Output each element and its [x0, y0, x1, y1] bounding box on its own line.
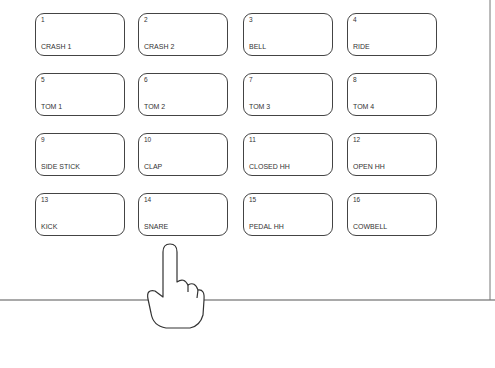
drum-pad: 8TOM 4: [347, 73, 437, 116]
pad-label: TOM 3: [248, 103, 271, 110]
pad-label: OPEN HH: [352, 163, 386, 170]
drum-pad: 10CLAP: [138, 133, 228, 176]
drum-pad: 7TOM 3: [243, 73, 333, 116]
drum-pad: 15PEDAL HH: [243, 193, 333, 236]
pad-label: TOM 2: [143, 103, 166, 110]
panel-edge: [0, 299, 495, 300]
pad-number: 8: [353, 77, 357, 84]
pad-number: 12: [353, 137, 360, 144]
pad-label: CLAP: [143, 163, 163, 170]
pad-number: 10: [144, 137, 151, 144]
pad-label: SIDE STICK: [40, 163, 81, 170]
pad-label: TOM 4: [352, 103, 375, 110]
pad-label: CLOSED HH: [248, 163, 291, 170]
drum-pad: 1CRASH 1: [35, 13, 125, 56]
pad-label: COWBELL: [352, 223, 388, 230]
pad-number: 1: [41, 17, 45, 24]
pad-number: 5: [41, 77, 45, 84]
pad-number: 15: [249, 197, 256, 204]
pad-label: RIDE: [352, 43, 371, 50]
pointing-hand: [148, 244, 204, 328]
drum-pad: 3BELL: [243, 13, 333, 56]
drum-pad: 13KICK: [35, 193, 125, 236]
pad-label: PEDAL HH: [248, 223, 285, 230]
pad-number: 16: [353, 197, 360, 204]
pad-number: 3: [249, 17, 253, 24]
drum-pad: 6TOM 2: [138, 73, 228, 116]
pad-number: 2: [144, 17, 148, 24]
pad-label: CRASH 2: [143, 43, 175, 50]
drum-pad: 9SIDE STICK: [35, 133, 125, 176]
pad-label: TOM 1: [40, 103, 63, 110]
pad-number: 11: [249, 137, 256, 144]
pad-label: CRASH 1: [40, 43, 72, 50]
pad-number: 9: [41, 137, 45, 144]
pad-number: 14: [144, 197, 151, 204]
drum-pad: 5TOM 1: [35, 73, 125, 116]
pad-number: 4: [353, 17, 357, 24]
pad-number: 6: [144, 77, 148, 84]
drum-pad: 14SNARE: [138, 193, 228, 236]
pad-label: KICK: [40, 223, 58, 230]
pad-label: BELL: [248, 43, 267, 50]
drum-pad: 12OPEN HH: [347, 133, 437, 176]
pad-number: 7: [249, 77, 253, 84]
drum-pad: 4RIDE: [347, 13, 437, 56]
panel-edge: [490, 0, 491, 300]
drum-pad: 16COWBELL: [347, 193, 437, 236]
drum-pad: 2CRASH 2: [138, 13, 228, 56]
pad-label: SNARE: [143, 223, 169, 230]
pad-number: 13: [41, 197, 48, 204]
drum-pad: 11CLOSED HH: [243, 133, 333, 176]
